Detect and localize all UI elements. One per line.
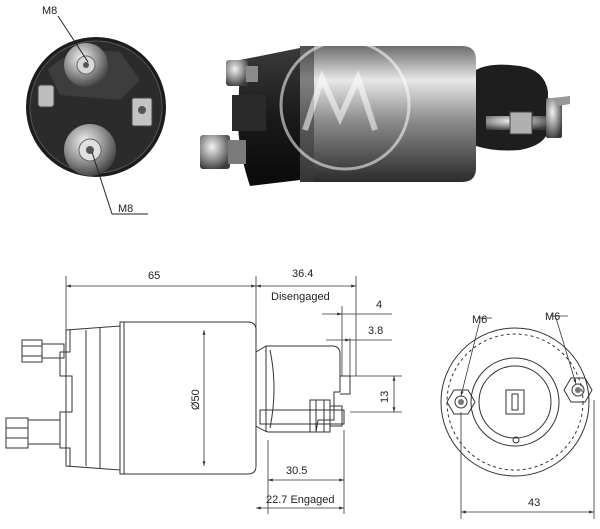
end-hole-right-label: M6 — [545, 311, 560, 323]
dim-tab-height: 13 — [379, 391, 391, 403]
end-view-drawing: M6 M6 43 — [440, 311, 595, 519]
callout-bottom-stud: M8 — [118, 203, 133, 215]
dim-gap-a: 4 — [376, 299, 382, 311]
end-view-callout-top: M8 — [42, 5, 89, 63]
end-view-callout-bottom: M8 — [91, 151, 148, 215]
brand-watermark — [279, 39, 411, 171]
dim-gap-b: 3.8 — [368, 325, 383, 337]
end-flange-circle — [440, 327, 590, 477]
dim-overall-body: 65 — [148, 270, 160, 282]
end-hole-spacing: 43 — [528, 497, 540, 509]
end-hole-left-label: M6 — [472, 314, 487, 326]
side-view-photo — [200, 39, 570, 186]
end-hole-right — [563, 377, 593, 403]
side-profile-drawing: 65 36.4 Disengaged 4 3.8 Ø50 13 30.5 22.… — [5, 268, 402, 514]
side-stud-bottom — [200, 135, 246, 169]
callout-top-stud: M8 — [42, 5, 57, 17]
dim-disengaged-label: Disengaged — [271, 291, 330, 303]
dim-plunger-length: 30.5 — [286, 465, 307, 477]
dim-disengaged-stroke: 36.4 — [292, 268, 313, 280]
side-stud-top — [226, 60, 258, 86]
dim-body-diameter: Ø50 — [190, 389, 202, 410]
dim-engaged-stroke: 22.7 Engaged — [266, 494, 335, 506]
end-view-photo — [26, 37, 166, 177]
